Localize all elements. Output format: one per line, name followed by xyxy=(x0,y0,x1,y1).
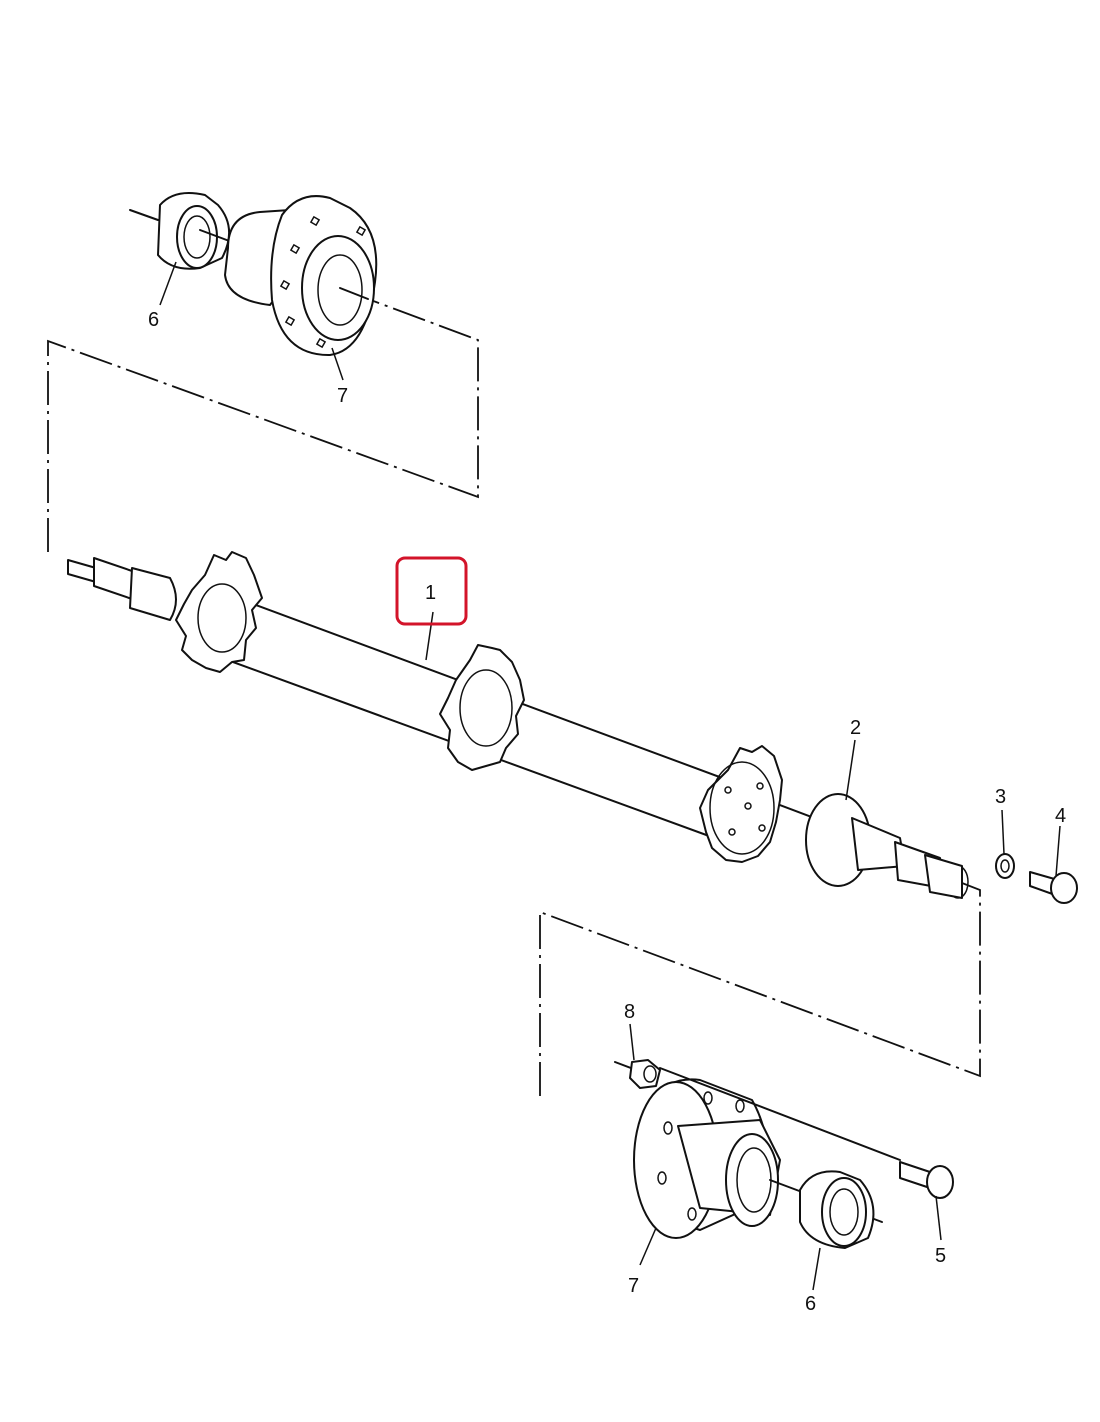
washer xyxy=(995,853,1015,879)
sprocket-left xyxy=(175,551,263,673)
callout-carriage-bolt[interactable]: 5 xyxy=(935,1245,946,1267)
callout-nut[interactable]: 8 xyxy=(624,1001,635,1023)
callout-labels: 1 2 3 4 6 7 8 7 6 5 xyxy=(148,309,1066,1315)
bearing-flange xyxy=(805,793,969,899)
callout-highlight-box xyxy=(395,556,468,626)
housing-top xyxy=(224,195,378,357)
nut xyxy=(614,1059,661,1089)
bottom-assembly-frame xyxy=(539,882,981,1096)
callout-bearing-flange[interactable]: 2 xyxy=(850,717,861,739)
bolt xyxy=(1029,871,1078,904)
housing-bottom xyxy=(633,1067,901,1239)
sprocket-right xyxy=(699,745,783,863)
top-assembly-frame xyxy=(47,298,479,552)
callout-housing-top[interactable]: 7 xyxy=(337,385,348,407)
callout-bolt[interactable]: 4 xyxy=(1055,805,1066,827)
carriage-bolt xyxy=(899,1161,954,1199)
leader-lines xyxy=(159,261,1061,1291)
bearing-bottom xyxy=(799,1170,875,1249)
callout-bearing-top[interactable]: 6 xyxy=(148,309,159,331)
bearing-top xyxy=(129,192,233,270)
callout-washer[interactable]: 3 xyxy=(995,786,1006,808)
callout-shaft[interactable]: 1 xyxy=(425,582,436,604)
callout-housing-bottom[interactable]: 7 xyxy=(628,1275,639,1297)
sprocket-middle xyxy=(439,644,525,771)
callout-bearing-bottom[interactable]: 6 xyxy=(805,1293,816,1315)
